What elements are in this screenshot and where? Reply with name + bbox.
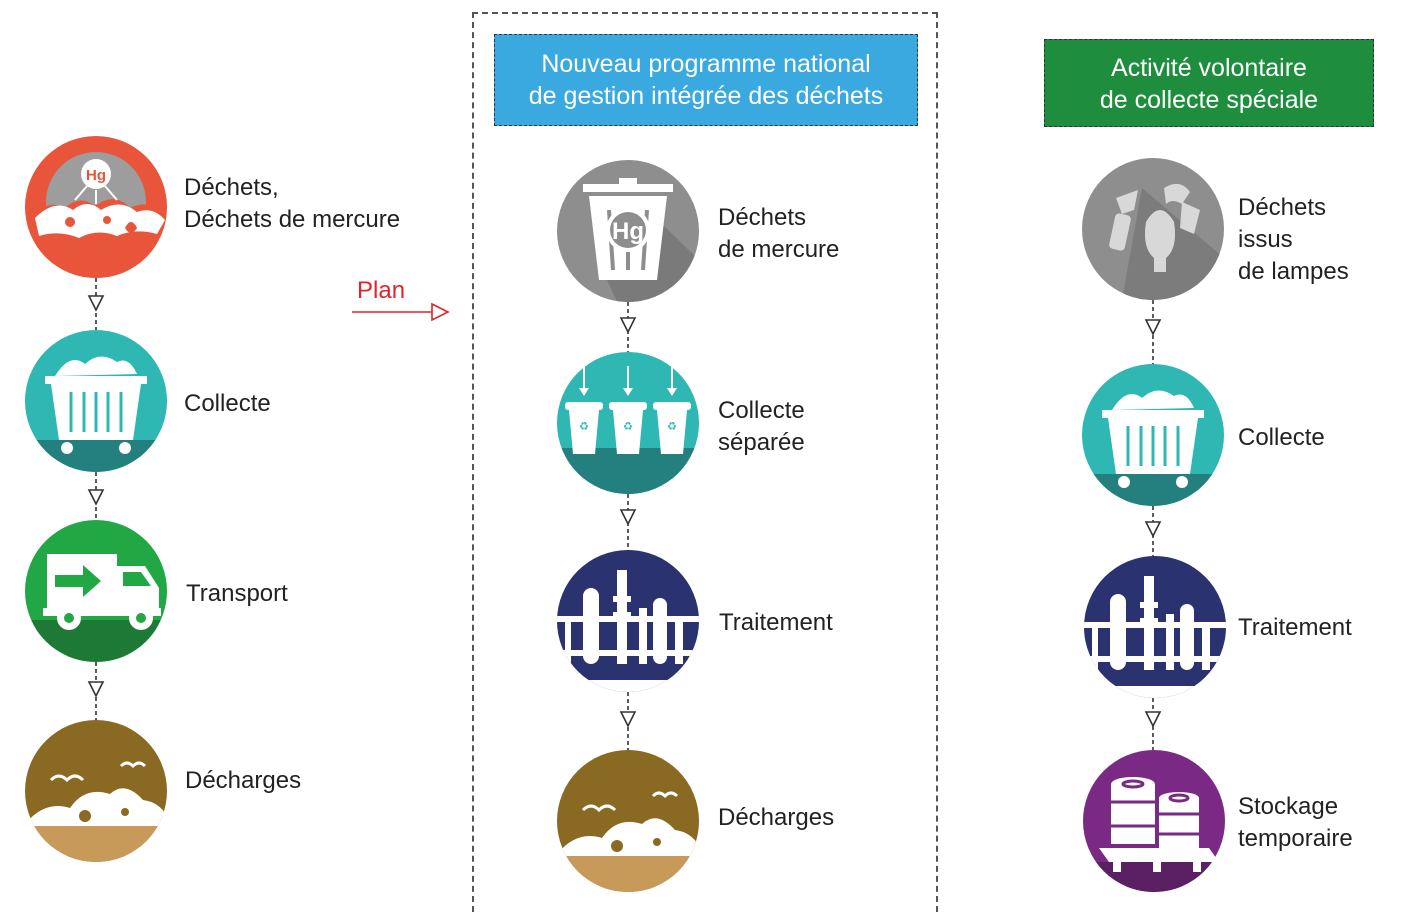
label-line: Transport: [186, 580, 288, 607]
connector-arrow-icon: [619, 692, 637, 750]
mercury-bin-icon: [557, 160, 699, 302]
step-label-landfill: Décharges: [718, 802, 834, 834]
step-label-landfill: Décharges: [185, 765, 301, 797]
connector-arrow-icon: [1144, 698, 1162, 750]
label-line: Déchets: [1238, 194, 1327, 221]
connector-arrow-icon: [1144, 300, 1162, 364]
factory-icon: [557, 550, 699, 692]
header-line-2: de gestion intégrée des déchets: [528, 82, 884, 110]
label-line: Traitement: [719, 609, 833, 636]
header-line-1: Nouveau programme national: [541, 50, 871, 78]
step-label-collect: Collecte: [1238, 422, 1325, 454]
step-label-lamp-waste: Déchets issus de lampes: [1238, 192, 1349, 288]
label-line: de lampes: [1238, 258, 1349, 285]
label-line: Traitement: [1238, 614, 1352, 641]
connector-arrow-icon: [87, 278, 105, 330]
program-frame: [472, 12, 938, 912]
label-line: séparée: [718, 429, 805, 456]
header-line-1: Activité volontaire: [1111, 54, 1307, 82]
step-label-waste: Déchets, Déchets de mercure: [184, 172, 400, 236]
label-line: Collecte: [184, 390, 271, 417]
waste-hg-icon: [25, 136, 167, 278]
step-label-separate-collect: Collecte séparée: [718, 395, 805, 459]
barrels-icon: [1083, 750, 1225, 892]
label-line: issus: [1238, 226, 1293, 253]
label-line: Déchets: [718, 204, 807, 231]
header-voluntary-activity: Activité volontaire de collecte spéciale: [1044, 39, 1374, 127]
separate-bins-icon: [557, 352, 699, 494]
lamp-waste-icon: [1082, 158, 1224, 300]
label-line: Décharges: [185, 767, 302, 794]
label-line: Collecte: [718, 397, 805, 424]
connector-arrow-icon: [87, 662, 105, 720]
step-label-mercury-waste: Déchets de mercure: [718, 202, 839, 266]
step-label-treatment: Traitement: [1238, 612, 1352, 644]
landfill-icon: [557, 750, 699, 892]
label-line: Déchets,: [184, 174, 279, 201]
label-line: Collecte: [1238, 424, 1325, 451]
connector-arrow-icon: [1144, 506, 1162, 556]
dumpster-icon: [25, 330, 167, 472]
connector-arrow-icon: [619, 494, 637, 550]
label-line: Stockage: [1238, 793, 1339, 820]
landfill-icon: [25, 720, 167, 862]
truck-icon: [25, 520, 167, 662]
step-label-storage: Stockage temporaire: [1238, 791, 1353, 855]
plan-label: Plan: [357, 277, 406, 304]
dumpster-icon: [1082, 364, 1224, 506]
step-label-treatment: Traitement: [719, 607, 833, 639]
label-line: temporaire: [1238, 825, 1353, 852]
plan-arrow-icon: [352, 302, 450, 322]
label-line: de mercure: [718, 236, 840, 263]
connector-arrow-icon: [619, 302, 637, 352]
connector-arrow-icon: [87, 472, 105, 520]
factory-icon: [1084, 556, 1226, 698]
label-line: Déchets de mercure: [184, 206, 401, 233]
step-label-transport: Transport: [186, 578, 288, 610]
step-label-collect: Collecte: [184, 388, 271, 420]
label-line: Décharges: [718, 804, 835, 831]
header-line-2: de collecte spéciale: [1099, 86, 1319, 114]
header-national-program: Nouveau programme national de gestion in…: [494, 34, 918, 126]
